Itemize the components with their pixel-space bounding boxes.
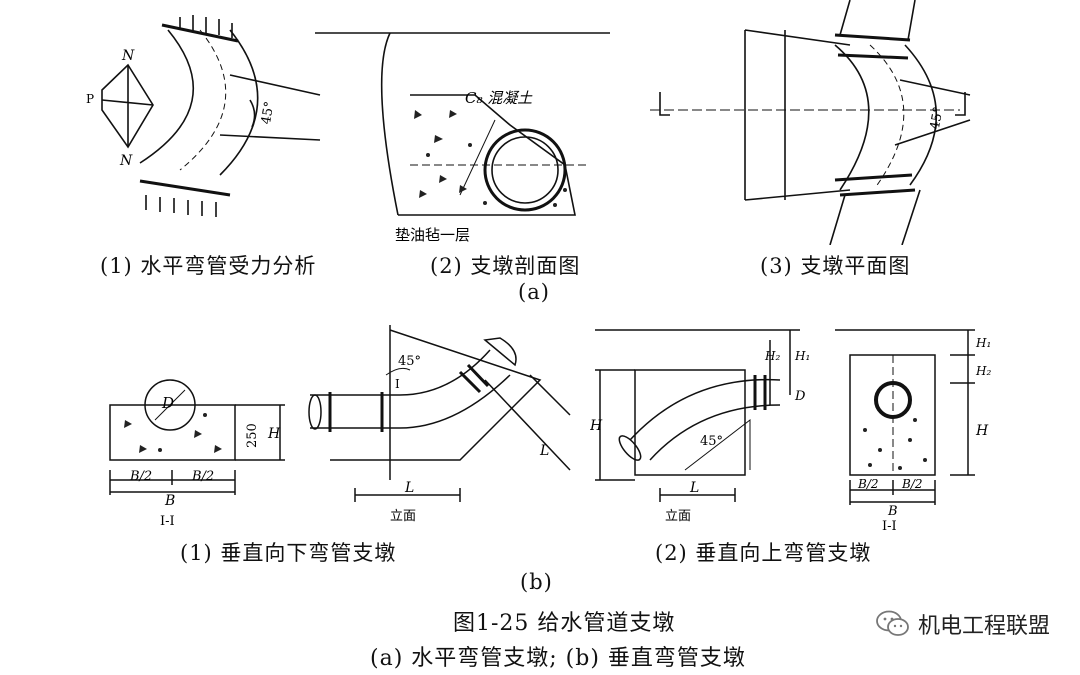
label-h1-b2s: H₁ (975, 336, 991, 350)
label-angle-b2: 45° (700, 434, 723, 449)
label-b2-right: B/2 (191, 469, 214, 484)
diagram-b1-downward-bend: D 250 H B/2 B/2 B I-I 45° I L L 立面 (109, 325, 571, 529)
label-d-b1: D (161, 394, 174, 412)
diagram-b2-upward-bend: H₂ H₁ D H 45° L 立面 H₁ H₂ H B/2 B/2 B I-I (590, 329, 991, 534)
caption-a1: (1) 水平弯管受力分析 (100, 254, 317, 278)
figure-subtitle: (a) 水平弯管支墩; (b) 垂直弯管支墩 (370, 646, 746, 671)
label-h-b2s: H (975, 423, 989, 439)
label-b2-left: B/2 (129, 469, 152, 484)
label-elev-b2: 立面 (665, 509, 691, 524)
label-250: 250 (245, 423, 260, 448)
label-n-bottom: N (119, 153, 133, 169)
watermark: 机电工程联盟 (876, 608, 1050, 640)
label-n-top: N (121, 48, 135, 64)
caption-b-group: (b) (520, 570, 553, 594)
wechat-icon (876, 610, 909, 636)
label-angle-b1: 45° (398, 354, 421, 369)
caption-a3: (3) 支墩平面图 (760, 254, 911, 278)
label-h2-b2s: H₂ (975, 364, 991, 378)
label-l-b1-d: L (539, 443, 549, 459)
label-d-b2: D (794, 389, 806, 404)
figure-title: 图1-25 给水管道支墩 (453, 611, 676, 636)
label-b2-b2s-right: B/2 (901, 477, 923, 491)
diagram-a1-horizontal-bend-forces: N N P 45° (86, 15, 321, 217)
label-h2-b2: H₂ (764, 349, 780, 363)
label-l-b2: L (689, 480, 699, 496)
label-b-b2s: B (887, 504, 898, 519)
watermark-text: 机电工程联盟 (917, 614, 1050, 639)
label-p: P (86, 92, 94, 106)
caption-a2: (2) 支墩剖面图 (430, 254, 581, 278)
caption-b2: (2) 垂直向上弯管支墩 (655, 541, 872, 565)
caption-b1: (1) 垂直向下弯管支墩 (180, 541, 397, 565)
label-section-b2: I-I (882, 519, 897, 534)
label-section-b1: I-I (160, 514, 175, 529)
label-l-b1-h: L (404, 480, 414, 496)
caption-a-group: (a) (518, 280, 550, 304)
label-h-b2: H (590, 418, 603, 434)
diagram-a3-block-plan: 45° (650, 0, 971, 245)
diagram-a2-block-section: C₈ 混凝土 垫油毡一层 (315, 32, 610, 244)
label-b2-b2s-left: B/2 (857, 477, 879, 491)
label-felt: 垫油毡一层 (395, 226, 470, 244)
label-h-b1: H (267, 426, 281, 442)
label-i-b1: I (395, 377, 400, 391)
label-angle-a3: 45° (928, 106, 947, 131)
label-b-b1: B (164, 493, 175, 509)
label-elev-b1: 立面 (390, 509, 416, 524)
label-angle-a1: 45° (259, 100, 278, 125)
label-h1-b2: H₁ (794, 349, 810, 363)
label-concrete: C₈ 混凝土 (465, 89, 533, 107)
